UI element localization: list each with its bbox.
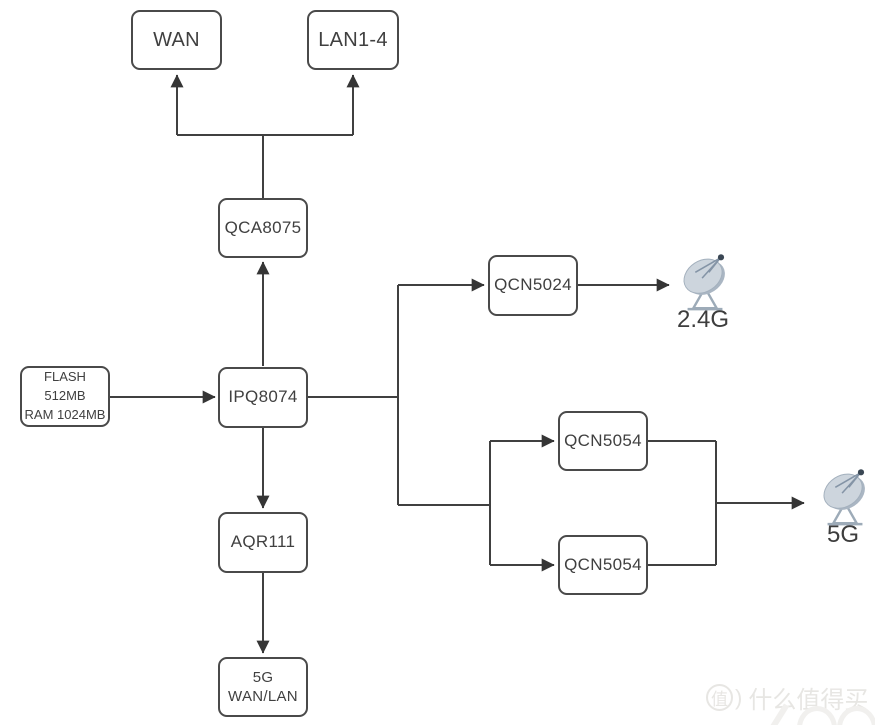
satellite-dish-5g-icon bbox=[814, 464, 876, 530]
node-aqr111-label: AQR111 bbox=[230, 532, 296, 552]
smzdm-watermark: 值) 什么值得买 bbox=[706, 680, 868, 715]
node-qcn5054-bottom-label: QCN5054 bbox=[564, 554, 642, 574]
satellite-dish-2-4g-icon bbox=[674, 249, 736, 315]
node-aqr111: AQR111 bbox=[218, 512, 308, 573]
node-qcn5024-label: QCN5024 bbox=[494, 275, 572, 295]
node-memory: FLASH 512MB RAM 1024MB bbox=[20, 366, 110, 427]
smzdm-logo-icon: 值 bbox=[706, 684, 733, 711]
antenna-2-4g-label: 2.4G bbox=[676, 306, 730, 333]
node-memory-flash-label: FLASH 512MB bbox=[44, 369, 86, 404]
node-wan-label: WAN bbox=[153, 29, 200, 51]
node-lan1-4-label: LAN1-4 bbox=[318, 29, 388, 51]
node-5g-wan-lan-label: 5G WAN/LAN bbox=[228, 668, 298, 706]
node-qcn5054-top: QCN5054 bbox=[558, 411, 648, 471]
node-ipq8074: IPQ8074 bbox=[218, 367, 308, 428]
smzdm-logo-paren: ) bbox=[735, 684, 743, 710]
antenna-5g-label: 5G bbox=[826, 521, 859, 548]
node-5g-wan-lan: 5G WAN/LAN bbox=[218, 657, 308, 717]
node-wan: WAN bbox=[131, 10, 222, 70]
node-qcn5024: QCN5024 bbox=[488, 255, 578, 316]
smzdm-watermark-text: 什么值得买 bbox=[748, 687, 869, 714]
node-qcn5054-top-label: QCN5054 bbox=[564, 430, 642, 450]
node-lan1-4: LAN1-4 bbox=[307, 10, 399, 70]
node-ipq8074-label: IPQ8074 bbox=[228, 387, 298, 407]
node-memory-ram-label: RAM 1024MB bbox=[24, 406, 106, 422]
node-qca8075-label: QCA8075 bbox=[224, 217, 302, 237]
node-qcn5054-bottom: QCN5054 bbox=[558, 535, 648, 595]
node-qca8075: QCA8075 bbox=[218, 198, 308, 258]
